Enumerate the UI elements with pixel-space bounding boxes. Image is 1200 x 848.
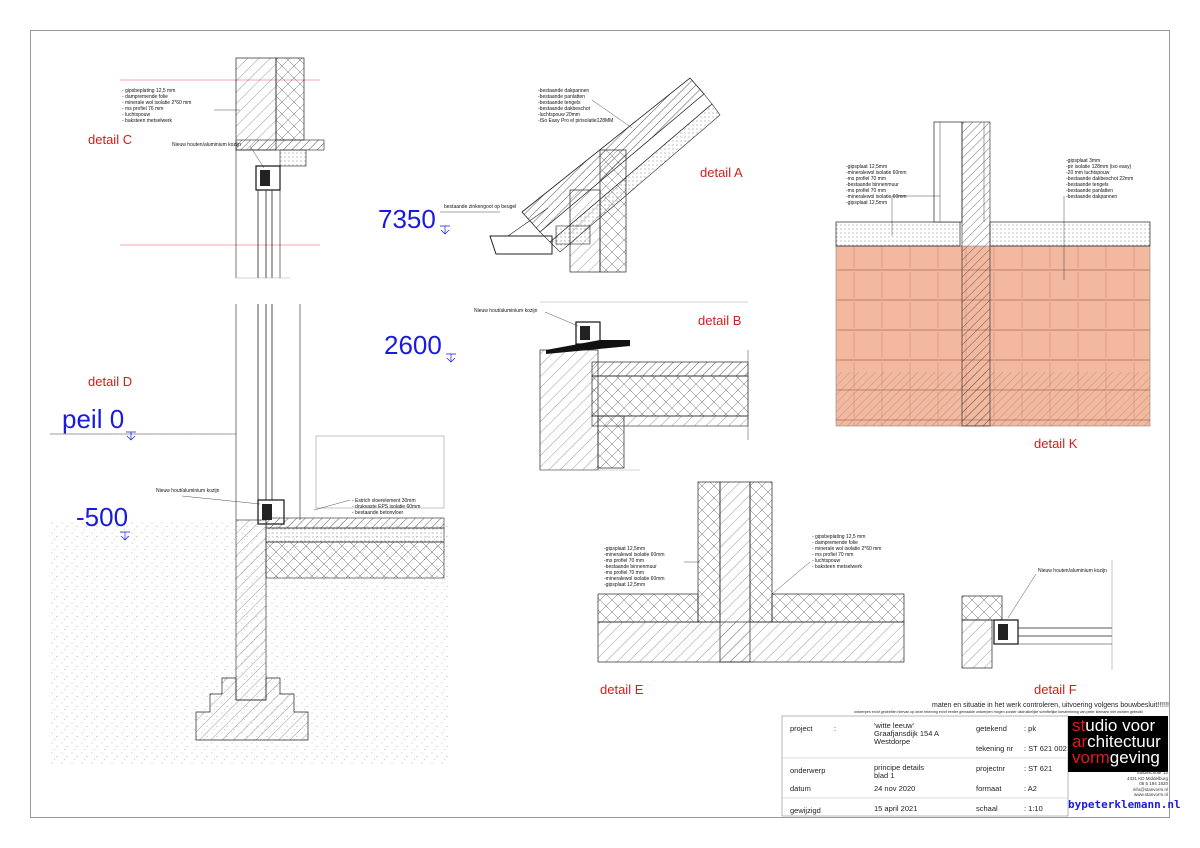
tb-schaal-value: : 1:10 (1024, 804, 1043, 813)
label-detail-k: detail K (1034, 436, 1078, 451)
tb-tekening-label: tekening nr (976, 744, 1014, 753)
studio-logo: studio voor architectuur vormgeving (1068, 716, 1168, 772)
tb-project-label: project (790, 724, 813, 733)
bypeterklemann-link[interactable]: bypeterklemann.nl (1068, 798, 1181, 811)
studio-address: Stadsschuur 12 4331 KD Middelburg 06 5 1… (1126, 770, 1168, 797)
tb-gewijzigd-label: gewijzigd (790, 806, 821, 815)
tb-formaat-value: : A2 (1024, 784, 1037, 793)
note-detail-k-left: -gipsplaat 12,5mm -mineralewol isolatie … (846, 164, 907, 206)
tb-projectnr-value: : ST 621 (1024, 764, 1053, 773)
detail-f-drawing (961, 560, 1113, 670)
tb-onderwerp-value: principe details blad 1 (874, 763, 925, 780)
note-detail-e-right: - gipsbeplating 12,5 mm - dampremende fo… (812, 534, 882, 570)
level-peil-0: peil 0 (62, 404, 125, 434)
tb-gewijzigd-value: 15 april 2021 (874, 804, 918, 813)
tb-project-value: 'witte leeuw' Graafjansdijk 154 A Westdo… (874, 721, 940, 746)
level-2600: 2600 (384, 330, 442, 360)
label-detail-f: detail F (1034, 682, 1077, 697)
drawing-sheet-border (30, 30, 1170, 818)
tb-datum-value: 24 nov 2020 (874, 784, 916, 793)
detail-a-drawing (440, 77, 721, 273)
note-detail-f-kozijn: Nieuw houten/aluminium kozijn (1038, 568, 1107, 574)
logo-st: st (1072, 716, 1086, 735)
label-detail-c: detail C (88, 132, 133, 147)
label-detail-b: detail B (698, 313, 742, 328)
tb-getekend-value: : pk (1024, 724, 1037, 733)
logo-ar: ar (1072, 732, 1088, 751)
logo-geving: geving (1109, 748, 1160, 767)
tb-tekening-value: : ST 621 002 (1024, 744, 1067, 753)
detail-e-drawing (597, 481, 905, 663)
label-detail-e: detail E (600, 682, 644, 697)
title-block-warning: maten en situatie in het werk controlere… (932, 702, 1169, 709)
tb-onderwerp-label: onderwerp (790, 766, 826, 775)
note-detail-k-right: -gipsplaat 3mm -pir isolatie 128mm (iso … (1066, 158, 1134, 200)
note-detail-b-kozijn: Nieuw hout/aluminium kozijn (474, 308, 538, 314)
label-detail-d: detail D (88, 374, 133, 389)
logo-vorm: vorm (1072, 748, 1110, 767)
note-detail-c-kozijn: Nieuw houten/aluminium kozijn (172, 142, 241, 148)
logo-chitectuur: chitectuur (1087, 732, 1161, 751)
label-detail-a: detail A (700, 165, 743, 180)
detail-d-drawing (50, 304, 450, 764)
tb-projectnr-label: projectnr (976, 764, 1006, 773)
note-detail-d-floor: - Estrich vloerelement 30mm - drukvaste … (352, 498, 421, 516)
tb-colon: : (834, 724, 837, 733)
tb-getekend-label: getekend (976, 724, 1007, 733)
note-detail-a-layers: -bestaande dakpannen -bestaande panlatte… (538, 88, 614, 124)
level-7350: 7350 (378, 204, 436, 234)
note-detail-e-left: -gipsplaat 12,5mm -mineralewol isolatie … (604, 546, 665, 588)
level-markers (120, 225, 456, 541)
note-detail-c-layers: - gipsbeplating 12,5 mm - dampremende fo… (122, 88, 192, 124)
note-detail-d-kozijn: Nieuw hout/aluminium kozijn (156, 488, 220, 494)
tb-datum-label: datum (790, 784, 811, 793)
detail-b-drawing (539, 301, 749, 471)
detail-c-drawing (120, 57, 325, 279)
tb-schaal-label: schaal (976, 804, 998, 813)
tb-formaat-label: formaat (976, 784, 1002, 793)
level-minus-500: -500 (76, 502, 129, 532)
detail-k-drawing (835, 121, 1151, 427)
note-detail-a-goot: bestaande zinkengoot op beugel (444, 204, 517, 210)
title-block-warning-sub: ontwerpen en/of gedeelten hiervan op dez… (854, 710, 1143, 714)
logo-udio: udio voor (1085, 716, 1156, 735)
